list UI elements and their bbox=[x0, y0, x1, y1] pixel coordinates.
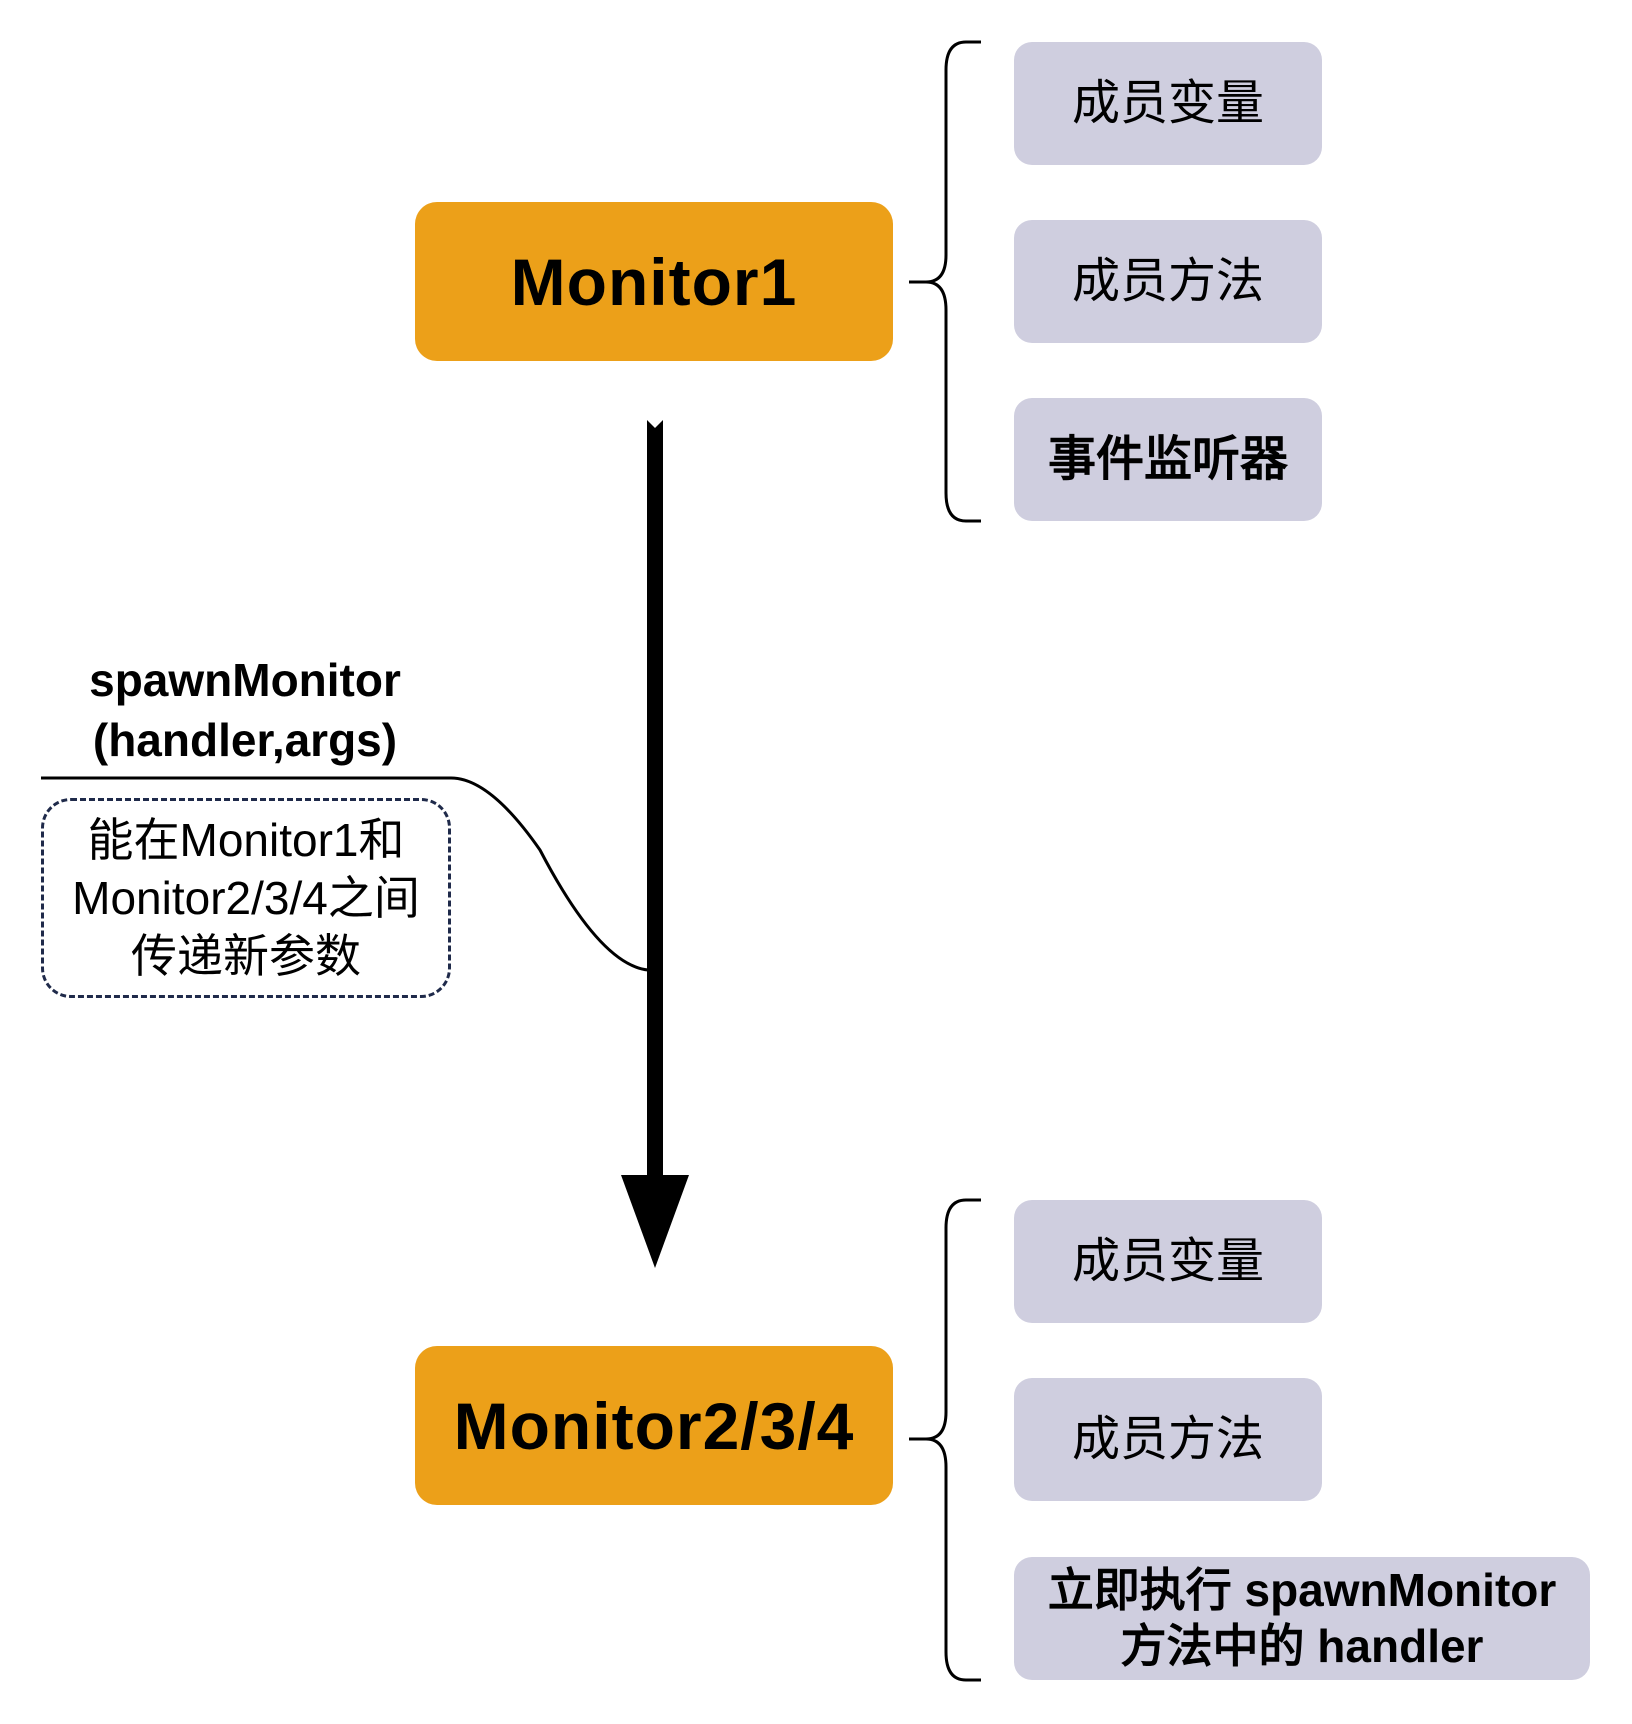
member-label: 事件监听器 bbox=[1047, 432, 1288, 486]
member-label: 成员方法 bbox=[1071, 254, 1264, 308]
call-connector bbox=[41, 776, 649, 972]
monitor1-event-listener[interactable]: 事件监听器 bbox=[1014, 398, 1322, 521]
monitor1-member-variables[interactable]: 成员变量 bbox=[1014, 42, 1322, 165]
call-label-line1: spawnMonitor bbox=[89, 654, 401, 706]
monitor1-member-methods[interactable]: 成员方法 bbox=[1014, 220, 1322, 343]
arrow-head bbox=[621, 1175, 689, 1268]
brace-top bbox=[909, 40, 981, 523]
member-label: 成员变量 bbox=[1071, 1234, 1264, 1288]
monitor234-label: Monitor2/3/4 bbox=[453, 1388, 855, 1463]
member-label: 成员变量 bbox=[1071, 76, 1264, 130]
member-label: 立即执行 spawnMonitor 方法中的 handler bbox=[1047, 1564, 1557, 1672]
parameter-note: 能在Monitor1和Monitor2/3/4之间传递新参数 bbox=[41, 798, 451, 998]
spawn-monitor-call-label: spawnMonitor (handler,args) bbox=[60, 650, 430, 770]
call-label-line2: (handler,args) bbox=[92, 714, 398, 766]
monitor234-run-handler[interactable]: 立即执行 spawnMonitor 方法中的 handler bbox=[1014, 1557, 1590, 1680]
brace-bottom bbox=[909, 1198, 981, 1682]
note-text: 能在Monitor1和Monitor2/3/4之间传递新参数 bbox=[72, 814, 420, 982]
arrow-tail-notch bbox=[647, 420, 663, 432]
monitor1-node[interactable]: Monitor1 bbox=[415, 202, 893, 361]
monitor1-label: Monitor1 bbox=[510, 244, 798, 319]
member-label: 成员方法 bbox=[1071, 1412, 1264, 1466]
monitor234-node[interactable]: Monitor2/3/4 bbox=[415, 1346, 893, 1505]
monitor234-member-methods[interactable]: 成员方法 bbox=[1014, 1378, 1322, 1501]
monitor234-member-variables[interactable]: 成员变量 bbox=[1014, 1200, 1322, 1323]
